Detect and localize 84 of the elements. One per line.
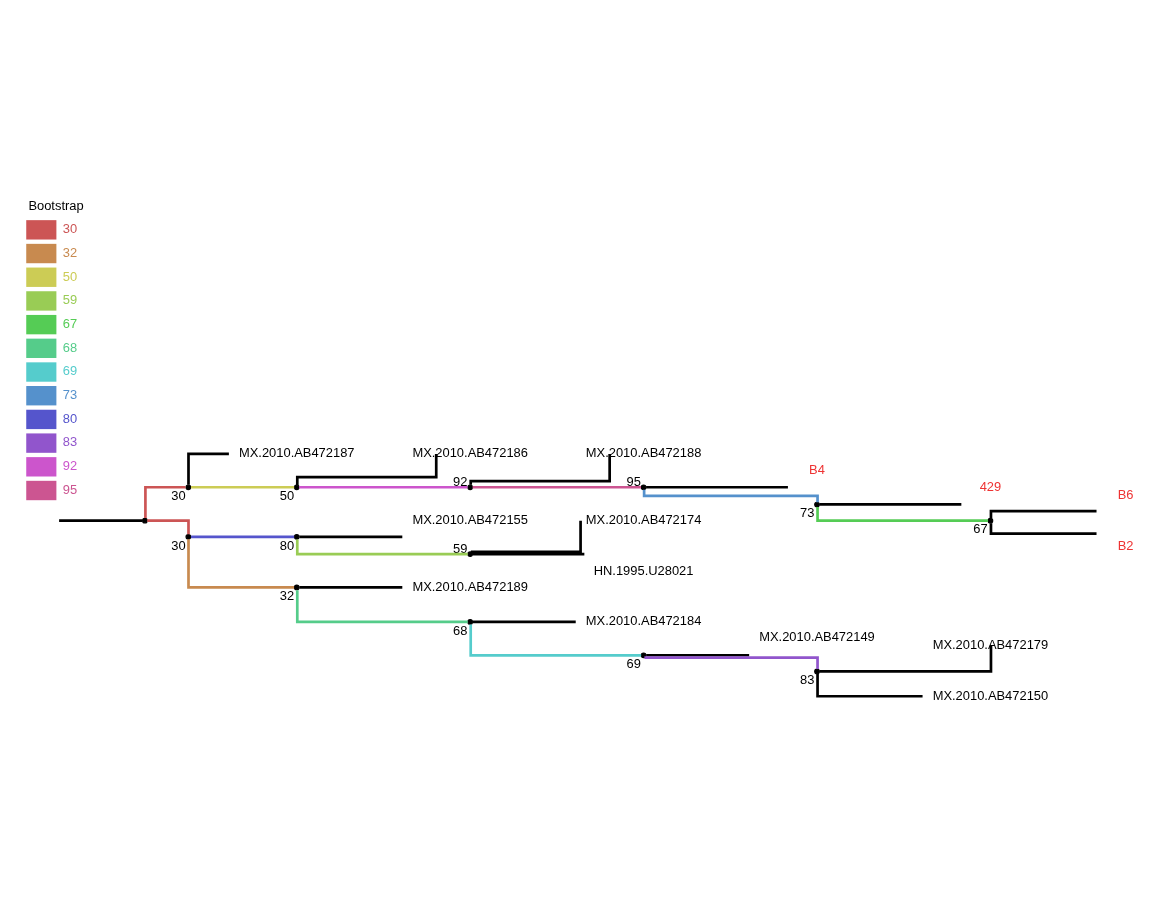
node-label: 92 [452, 473, 467, 489]
legend-label: 80 [62, 410, 77, 426]
label: Bootstrap [27, 197, 84, 213]
connector [298, 534, 402, 538]
node-point [184, 483, 191, 490]
node-label: 30 [170, 487, 186, 503]
connector [190, 485, 294, 489]
node-point [466, 618, 473, 625]
node-label: 59 [452, 540, 467, 556]
node-point [640, 483, 646, 490]
connector [190, 534, 294, 538]
node-label: 83 [799, 671, 814, 687]
node-text: B2 [1117, 537, 1134, 553]
node-label: 80 [279, 536, 294, 552]
legend-label: 83 [62, 433, 77, 449]
node-point [141, 517, 148, 524]
legend-label: 68 [62, 339, 77, 355]
node-point [293, 584, 300, 590]
node-text: MX.2010.AB472155 [411, 511, 528, 527]
connector [468, 453, 611, 485]
connector [645, 653, 749, 657]
connector [186, 452, 229, 485]
legend-label: 92 [62, 457, 77, 473]
node-label: 69 [626, 655, 641, 671]
node-point [640, 651, 646, 658]
connector [468, 624, 641, 657]
connector [472, 552, 584, 555]
node-label: 32 [279, 587, 294, 603]
node-text: MX.2010.AB472174 [585, 511, 701, 527]
node-text: MX.2010.AB472188 [585, 444, 701, 460]
legend-label: 59 [62, 291, 77, 307]
connector [472, 485, 641, 489]
legend-label: 95 [62, 481, 77, 497]
connector [146, 518, 190, 534]
connector [472, 620, 576, 623]
connector [298, 585, 402, 589]
node-text: MX.2010.AB472149 [758, 628, 875, 644]
connector [470, 520, 582, 553]
connector [295, 589, 468, 623]
node-label: 50 [279, 487, 294, 503]
connector [298, 485, 468, 489]
connector [819, 502, 961, 506]
connector [186, 538, 294, 589]
node-label: 68 [452, 622, 467, 638]
node-text: MX.2010.AB472179 [932, 636, 1048, 652]
node-text: MX.2010.AB472189 [411, 578, 528, 594]
legend-label: 67 [62, 315, 77, 331]
connector [58, 518, 142, 522]
node-label: 67 [972, 520, 988, 536]
node-text: MX.2010.AB472186 [411, 444, 528, 460]
node-text: 429 [979, 478, 1001, 494]
node-text: HN.1995.U28021 [593, 562, 693, 578]
node-text: B4 [808, 461, 825, 477]
connector [643, 655, 819, 669]
node-point [987, 517, 993, 524]
connector [295, 453, 438, 485]
connector [818, 645, 992, 673]
legend-label: 69 [62, 362, 77, 378]
connector [143, 485, 185, 518]
node-point [813, 668, 820, 674]
node-point [813, 501, 820, 507]
connector [642, 489, 819, 502]
node-point [293, 533, 300, 540]
legend-label: 30 [62, 220, 77, 236]
node-point [466, 550, 473, 557]
legend-label: 73 [62, 386, 77, 402]
node-label: 95 [626, 473, 641, 489]
connector [989, 522, 1097, 535]
connector [295, 539, 468, 555]
node-text: MX.2010.AB472150 [932, 687, 1048, 703]
node-point [466, 483, 473, 490]
connector [815, 673, 923, 698]
node-point [293, 483, 300, 490]
node-text: MX.2010.AB472187 [238, 444, 355, 460]
node-text: MX.2010.AB472184 [585, 612, 701, 628]
legend-label: 32 [62, 244, 77, 260]
node-point [184, 533, 191, 540]
node-label: 73 [799, 504, 814, 520]
connector [989, 509, 1097, 518]
connector [815, 506, 988, 522]
node-label: 30 [170, 536, 186, 552]
connector [645, 485, 788, 489]
legend-label: 50 [62, 268, 77, 284]
node-text: B6 [1117, 486, 1134, 502]
